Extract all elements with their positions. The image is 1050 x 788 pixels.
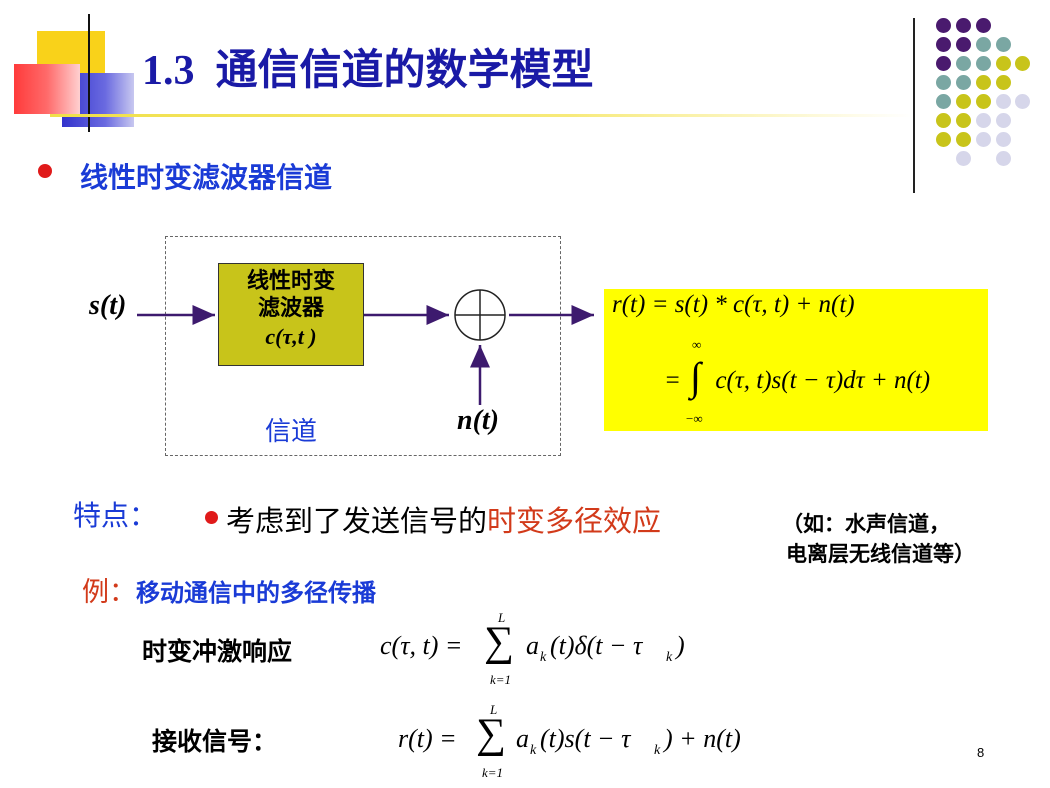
received-a: a	[516, 724, 529, 753]
impulse-lhs: c(τ, t) =	[380, 631, 463, 660]
received-lhs: r(t) =	[398, 724, 457, 753]
impulse-label: 时变冲激响应	[142, 637, 293, 666]
decor-vertical-line	[88, 14, 90, 132]
filter-box: 线性时变 滤波器 c(τ,t )	[218, 263, 364, 366]
page-number: 8	[977, 745, 985, 760]
equation-integral-sign: ∫	[690, 354, 701, 399]
channel-label: 信道	[265, 417, 318, 447]
noise-label: n(t)	[457, 405, 499, 436]
filter-label-line1: 线性时变	[246, 269, 335, 294]
features-text: 考虑到了发送信号的时变多径效应	[226, 498, 661, 540]
features-text-main: 考虑到了发送信号的	[226, 504, 488, 538]
impulse-sub-k: k	[540, 650, 547, 665]
impulse-sub-k2: k	[666, 650, 673, 665]
features-note-line2: 电离层无线信道等）	[786, 542, 975, 566]
features-note-line1: （如：水声信道，	[782, 512, 950, 536]
received-sub-k2: k	[654, 743, 661, 758]
received-rest: (t)s(t − τ	[540, 724, 631, 753]
equation-line1: r(t) = s(t) * c(τ, t) + n(t)	[612, 291, 855, 318]
filter-label-line2: 滤波器	[257, 296, 324, 321]
decor-red-block	[14, 64, 80, 114]
features-bullet-dot	[205, 511, 218, 524]
equation-box: r(t) = s(t) * c(τ, t) + n(t) ∞ ∫ = c(τ, …	[604, 289, 988, 431]
received-tail: ) + n(t)	[664, 724, 741, 753]
impulse-sum-sign: ∑	[484, 619, 514, 665]
received-sum-lower: k=1	[482, 765, 504, 780]
features-text-highlight: 时变多径效应	[487, 504, 662, 538]
received-sum-upper: L	[490, 702, 498, 717]
filter-label-line3: c(τ,t )	[265, 324, 317, 349]
example-label: 例：	[82, 577, 136, 608]
equation-integrand: c(τ, t)s(t − τ)dτ + n(t)	[709, 367, 931, 394]
equation-upper-limit: ∞	[692, 337, 702, 352]
impulse-rhs-a: a	[526, 631, 539, 660]
example-line: 例：移动通信中的多径传播	[82, 570, 376, 609]
decor-dots-divider	[913, 18, 915, 193]
received-sum-sign: ∑	[476, 711, 506, 757]
equation-lower-limit: −∞	[686, 411, 703, 426]
title-underline	[50, 114, 912, 117]
impulse-sum-lower: k=1	[490, 672, 512, 687]
input-label: s(t)	[89, 290, 127, 321]
received-formula: r(t) = L ∑ k=1 a k (t)s(t − τ k ) + n(t)	[398, 702, 768, 784]
impulse-formula: c(τ, t) = L ∑ k=1 a k (t)δ(t − τ k )	[380, 610, 710, 692]
features-label: 特点：	[73, 499, 158, 532]
received-sub-k: k	[530, 743, 537, 758]
example-text: 移动通信中的多径传播	[136, 579, 376, 607]
impulse-close-paren: )	[676, 631, 685, 660]
impulse-sum-upper: L	[498, 610, 506, 625]
page-title: 1.3 通信信道的数学模型	[142, 48, 594, 94]
equation-line2: = c(τ, t)s(t − τ)dτ + n(t)	[664, 367, 930, 395]
adder-symbol	[454, 289, 506, 341]
bullet-dot	[38, 164, 52, 178]
equation-equals: =	[664, 367, 688, 394]
received-label: 接收信号：	[152, 727, 278, 756]
channel-dashed-box	[165, 236, 561, 456]
bullet-text: 线性时变滤波器信道	[80, 161, 333, 194]
impulse-rhs-rest: (t)δ(t − τ	[550, 631, 643, 660]
